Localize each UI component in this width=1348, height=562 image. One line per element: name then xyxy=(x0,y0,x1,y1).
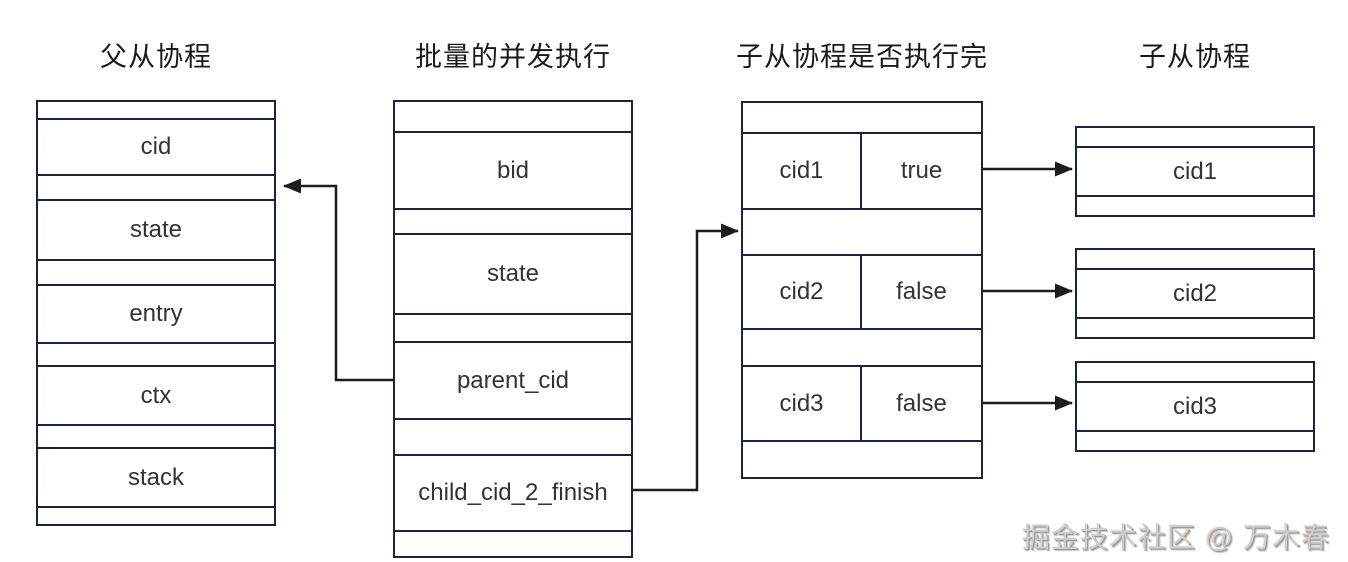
child-box-cid3: cid3 xyxy=(1075,361,1315,452)
cid-label: cid3 xyxy=(779,389,824,417)
spacer-row xyxy=(743,208,981,254)
spacer-row xyxy=(38,342,274,365)
table-row: cid2 false xyxy=(743,254,981,328)
field-label: cid xyxy=(140,133,172,160)
spacer-row xyxy=(1077,363,1313,381)
cid-label: cid2 xyxy=(779,278,824,305)
table-row: cid1 xyxy=(1077,146,1313,195)
finish-table: cid1 true cid2 false cid3 false xyxy=(741,101,983,479)
cid-label: cid1 xyxy=(779,157,824,184)
table-row: cid1 true xyxy=(743,132,981,208)
field-label: child_cid_2_finish xyxy=(418,479,608,506)
table-row: entry xyxy=(38,284,274,342)
parent-table-title: 父从协程 xyxy=(100,42,212,72)
spacer-row xyxy=(38,102,274,118)
spacer-row xyxy=(38,174,274,199)
key-cell: cid1 xyxy=(743,134,862,208)
spacer-row xyxy=(395,530,631,556)
table-row: cid xyxy=(38,118,274,174)
parent-table: cid state entry ctx stack xyxy=(36,100,276,526)
spacer-row xyxy=(743,440,981,477)
spacer-row xyxy=(1077,250,1313,268)
field-label: state xyxy=(129,216,183,243)
field-label: stack xyxy=(127,463,184,491)
table-row: state xyxy=(38,199,274,259)
arrow-parent-cid-to-parent-table xyxy=(283,178,393,382)
spacer-row xyxy=(1077,317,1313,337)
children-column-title: 子从协程 xyxy=(1139,42,1251,72)
value-cell: false xyxy=(862,256,981,328)
watermark-text: 掘金技术社区 @ 万木春 xyxy=(1022,522,1330,553)
table-row: ctx xyxy=(38,365,274,424)
value-cell: true xyxy=(862,134,981,208)
table-row: parent_cid xyxy=(395,341,631,418)
batch-table: bid state parent_cid child_cid_2_finish xyxy=(393,100,633,558)
cid-label: cid2 xyxy=(1172,279,1218,307)
finished-flag: true xyxy=(900,157,943,184)
arrow-child-cid-2-finish-to-finish-table xyxy=(633,223,739,492)
spacer-row xyxy=(743,103,981,132)
table-row: cid3 xyxy=(1077,381,1313,430)
table-row: state xyxy=(395,233,631,313)
spacer-row xyxy=(1077,430,1313,450)
key-cell: cid2 xyxy=(743,256,862,328)
field-label: ctx xyxy=(140,381,172,409)
finish-table-title: 子从协程是否执行完 xyxy=(736,42,988,72)
table-row: child_cid_2_finish xyxy=(395,454,631,530)
cid-label: cid1 xyxy=(1172,157,1218,185)
value-cell: false xyxy=(862,367,981,440)
finished-flag: false xyxy=(896,278,947,305)
spacer-row xyxy=(1077,128,1313,146)
key-cell: cid3 xyxy=(743,367,862,440)
spacer-row xyxy=(38,506,274,524)
child-box-cid1: cid1 xyxy=(1075,126,1315,217)
table-row: bid xyxy=(395,131,631,208)
spacer-row xyxy=(743,328,981,365)
spacer-row xyxy=(38,259,274,284)
field-label: state xyxy=(486,260,540,287)
table-row: stack xyxy=(38,447,274,506)
table-row: cid2 xyxy=(1077,268,1313,317)
spacer-row xyxy=(395,102,631,131)
finished-flag: false xyxy=(896,389,947,417)
table-row: cid3 false xyxy=(743,365,981,440)
spacer-row xyxy=(395,313,631,341)
batch-table-title: 批量的并发执行 xyxy=(415,42,611,72)
field-label: bid xyxy=(496,156,530,184)
spacer-row xyxy=(395,208,631,233)
spacer-row xyxy=(38,424,274,447)
field-label: parent_cid xyxy=(456,366,570,394)
field-label: entry xyxy=(129,300,183,327)
spacer-row xyxy=(395,418,631,454)
child-box-cid2: cid2 xyxy=(1075,248,1315,339)
spacer-row xyxy=(1077,195,1313,215)
cid-label: cid3 xyxy=(1172,392,1218,420)
